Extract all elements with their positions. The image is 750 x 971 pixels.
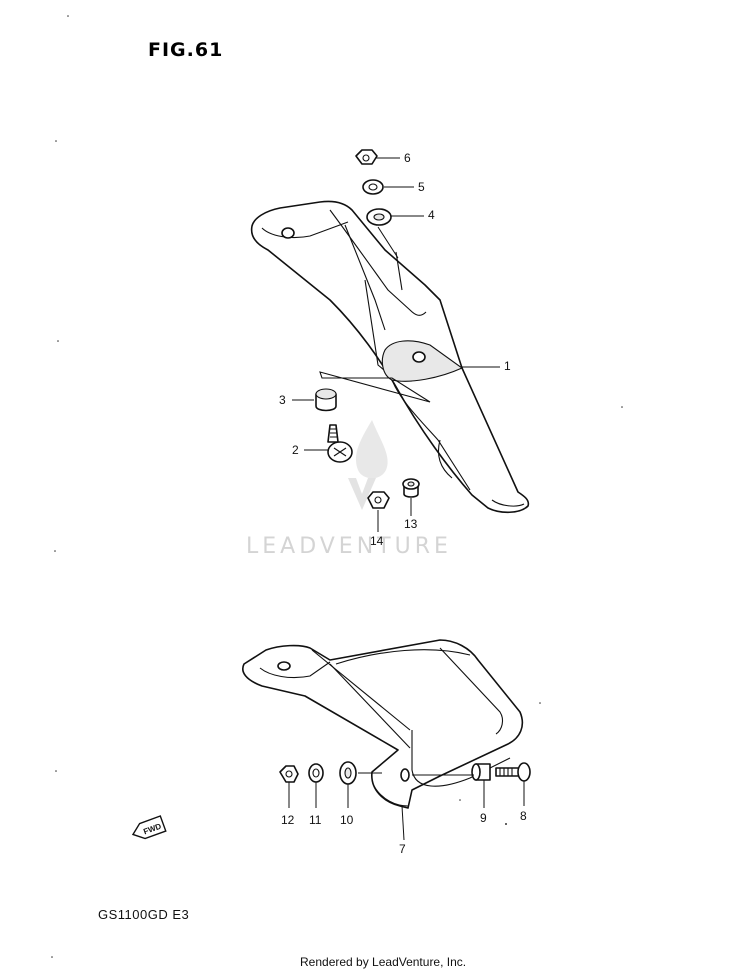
callout-7: 7 xyxy=(399,842,406,856)
part-11-lock-washer xyxy=(308,763,324,783)
part-14-nut xyxy=(367,491,390,509)
figure-title: FIG.61 xyxy=(148,39,223,61)
scan-specks xyxy=(51,15,623,958)
bracket-hole-upper xyxy=(281,227,295,239)
part-9-collar xyxy=(471,763,491,781)
footer-credit: Rendered by LeadVenture, Inc. xyxy=(300,955,466,969)
plate-hole-upper xyxy=(277,661,291,671)
callout-12: 12 xyxy=(281,813,295,827)
callout-1: 1 xyxy=(504,359,511,373)
callout-10: 10 xyxy=(340,813,354,827)
plate-hole-lower xyxy=(400,768,410,782)
part-10-washer xyxy=(339,761,357,785)
upper-leaders xyxy=(292,157,500,532)
part-12-nut xyxy=(279,765,299,783)
part-13-collar xyxy=(402,478,420,498)
watermark: LEADVENTURE xyxy=(246,420,452,559)
callout-2: 2 xyxy=(292,443,299,457)
watermark-text: LEADVENTURE xyxy=(246,534,452,559)
lower-leaders xyxy=(288,772,525,841)
part-4-washer xyxy=(366,208,392,226)
callout-3: 3 xyxy=(279,393,286,407)
part-1-bracket xyxy=(250,200,530,514)
watermark-v-icon xyxy=(348,478,376,510)
bracket-hole-lower xyxy=(412,351,426,363)
part-3-spacer xyxy=(315,388,337,412)
callout-6: 6 xyxy=(404,151,411,165)
watermark-flame-icon xyxy=(355,420,388,479)
callout-8: 8 xyxy=(520,809,527,823)
fwd-arrow-icon: FWD xyxy=(131,815,167,840)
part-5-lock-washer xyxy=(362,179,384,195)
callout-14: 14 xyxy=(370,534,384,548)
callout-11: 11 xyxy=(309,813,322,827)
part-6-nut xyxy=(355,149,378,165)
part-7-plate xyxy=(242,639,524,809)
callout-4: 4 xyxy=(428,208,435,222)
part-8-screw xyxy=(495,762,531,782)
model-code: GS1100GD E3 xyxy=(98,907,189,922)
callout-13: 13 xyxy=(404,517,418,531)
callout-9: 9 xyxy=(480,811,487,825)
callout-5: 5 xyxy=(418,180,425,194)
part-2-bolt xyxy=(327,424,353,463)
